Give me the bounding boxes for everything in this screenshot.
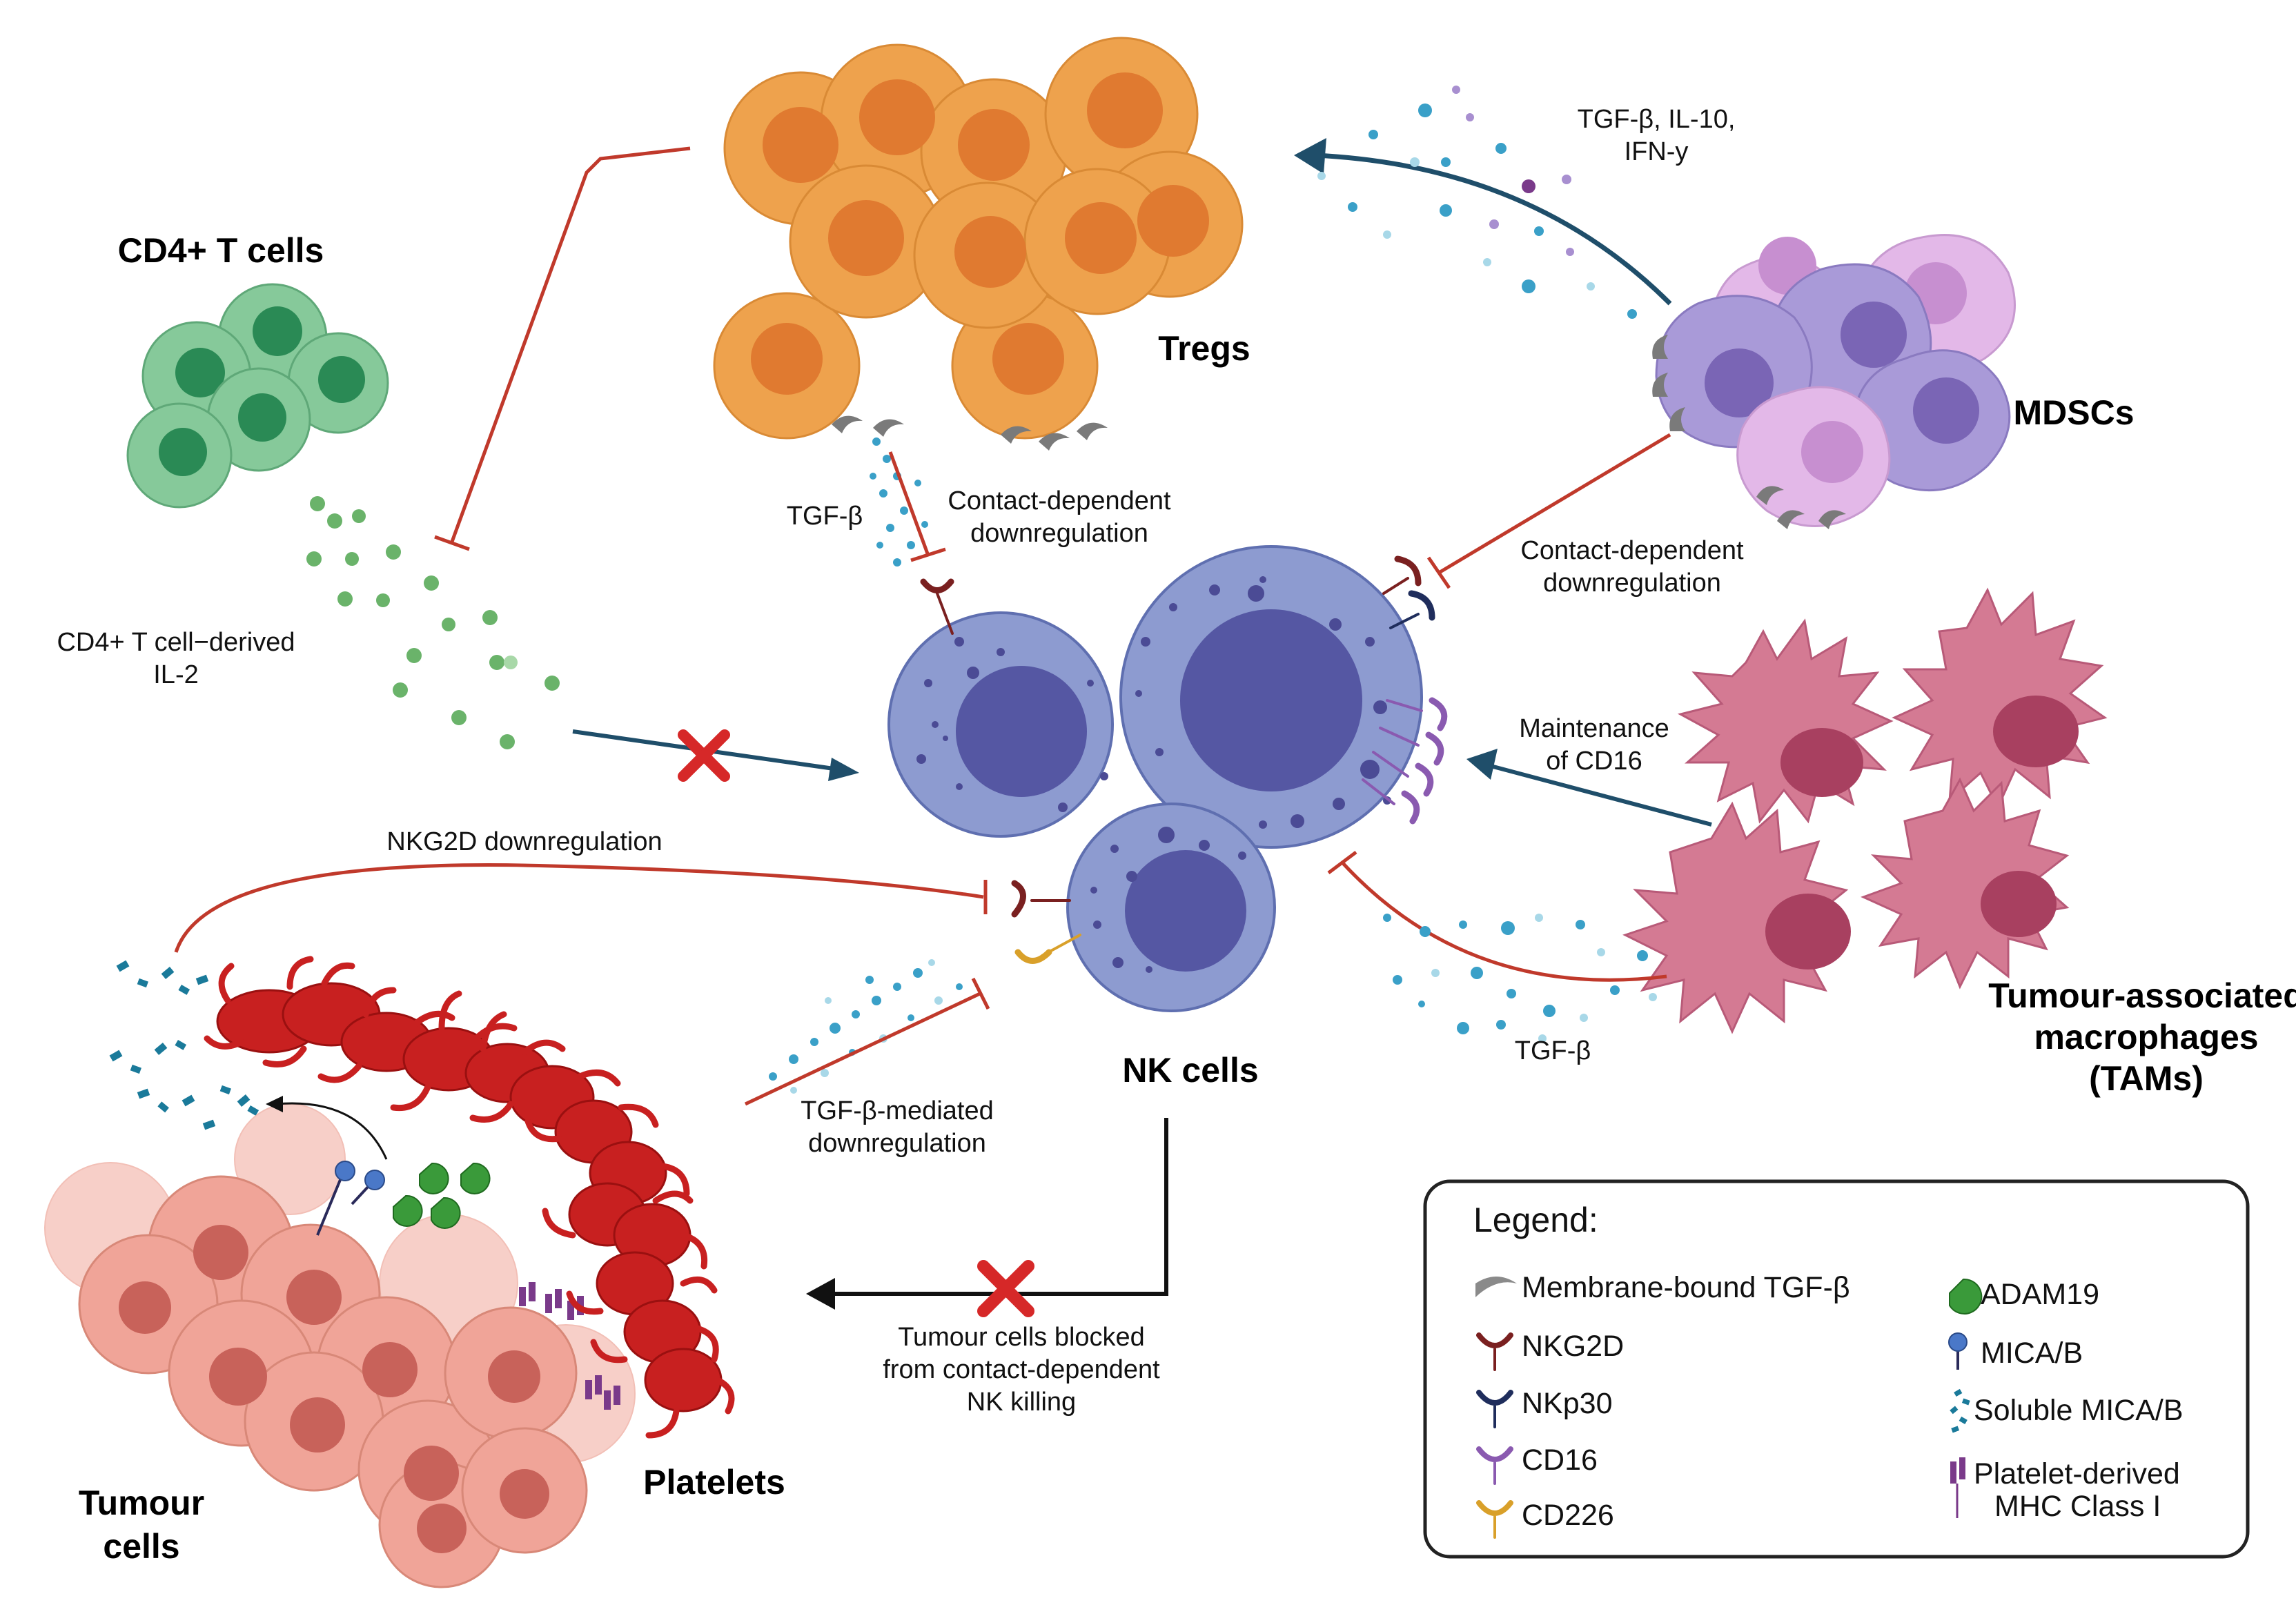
nkg2d-label: NKG2D downregulation	[386, 827, 662, 856]
blocked-label-line2: from contact-dependent	[883, 1355, 1160, 1384]
treg-tgfb-label: TGF-β	[787, 502, 863, 531]
il2-label-line2: IL-2	[153, 660, 198, 689]
tregs-title: Tregs	[1158, 329, 1250, 368]
mdscs-title: MDSCs	[2013, 393, 2134, 432]
treg-factors-label-line1: TGF-β, IL-10,	[1578, 105, 1736, 134]
mdsc-cells	[1652, 234, 2016, 529]
nkp30-receptor-icon	[1476, 1390, 1513, 1428]
tams-title-line1: Tumour-associated	[1988, 976, 2296, 1015]
blocked-label-line3: NK killing	[967, 1388, 1076, 1417]
legend-box: Legend: Membrane-bound TGF-β NKG2D NKp30…	[1423, 1179, 2250, 1559]
mdsc-secreted-particles	[1317, 86, 1637, 319]
nkg2d-receptor-icon	[1476, 1332, 1513, 1371]
legend-item-adam19: ADAM19	[1981, 1278, 2099, 1311]
treg-cells	[713, 37, 1244, 451]
legend-item-micab: MICA/B	[1981, 1337, 2083, 1370]
tam-tgfb-label: TGF-β	[1515, 1036, 1591, 1065]
platelet-aggregate	[204, 956, 735, 1439]
adam19-icon	[1949, 1278, 1983, 1314]
platelet-tgfb-particles	[769, 959, 963, 1094]
platelet-nk-inhibition	[744, 977, 990, 1106]
tgfb-mediated-label-line1: TGF-β-mediated	[801, 1096, 993, 1125]
tumour-title-line2: cells	[103, 1527, 179, 1566]
cd16-label-line1: Maintenance	[1519, 714, 1669, 743]
treg-contact-label-line1: Contact-dependent	[948, 486, 1171, 515]
treg-contact-label-line2: downregulation	[970, 519, 1148, 548]
il2-label-line1: CD4+ T cell−derived	[57, 628, 295, 657]
platelets-title: Platelets	[643, 1463, 785, 1501]
cd4-t-cells	[126, 283, 389, 509]
legend-item-membrane-tgfb: Membrane-bound TGF-β	[1522, 1271, 1850, 1304]
legend-item-cd226: CD226	[1522, 1499, 1614, 1532]
legend-item-platelet-mhc-line1: Platelet-derived	[1974, 1457, 2180, 1490]
cd226-receptor-icon	[1476, 1500, 1513, 1539]
platelet-mhc-icon	[1950, 1457, 1965, 1518]
mdsc-contact-label-line2: downregulation	[1543, 569, 1721, 598]
legend-title: Legend:	[1473, 1201, 1598, 1239]
treg-factors-label-line2: IFN-y	[1625, 137, 1689, 166]
legend-item-platelet-mhc-line2: MHC Class I	[1994, 1490, 2161, 1523]
legend-item-soluble-micab: Soluble MICA/B	[1974, 1394, 2184, 1427]
tgfb-mediated-label-line2: downregulation	[808, 1129, 986, 1158]
legend-item-nkg2d: NKG2D	[1522, 1330, 1624, 1363]
il2-blocked-x-icon	[678, 729, 730, 782]
cd4-title: CD4+ T cells	[118, 231, 324, 270]
legend-item-nkp30: NKp30	[1522, 1387, 1612, 1420]
nkg2d-inhibition	[174, 863, 988, 953]
nk-killing-arrow	[806, 1118, 1168, 1310]
soluble-micab-fragments	[109, 960, 259, 1130]
nk-receptors	[920, 555, 1448, 964]
blocked-label-line1: Tumour cells blocked	[898, 1323, 1145, 1352]
nk-killing-blocked-x-icon	[977, 1260, 1034, 1317]
treg-tgfb-particles	[870, 437, 928, 567]
treg-cd4-inhibition	[434, 146, 691, 551]
tam-cd16-activation-arrow	[1466, 749, 1712, 827]
cd16-receptor-icon	[1476, 1446, 1513, 1485]
tam-cells	[1622, 587, 2108, 1034]
legend-item-cd16: CD16	[1522, 1444, 1598, 1477]
tam-nk-inhibition	[1327, 851, 1667, 982]
tumour-title-line1: Tumour	[79, 1484, 204, 1522]
cd16-label-line2: of CD16	[1546, 747, 1642, 776]
mdsc-treg-activation-arrow	[1294, 138, 1672, 306]
tumour-surface-molecules	[266, 1096, 491, 1236]
soluble-micab-icon	[1950, 1388, 1970, 1433]
tams-title-line3: (TAMs)	[2089, 1059, 2204, 1098]
tams-title-line2: macrophages	[2034, 1018, 2258, 1056]
membrane-tgfb-icon	[1475, 1277, 1517, 1297]
treg-nk-inhibition	[888, 451, 946, 562]
mdsc-contact-label-line1: Contact-dependent	[1520, 536, 1744, 565]
micab-icon	[1948, 1332, 1968, 1370]
mdsc-nk-inhibition	[1426, 433, 1671, 589]
tam-tgfb-particles	[1383, 914, 1657, 1043]
il2-particles	[306, 496, 560, 749]
nk-cells	[887, 545, 1448, 1012]
tumour-cells	[44, 1103, 636, 1588]
nk-title: NK cells	[1122, 1051, 1258, 1090]
